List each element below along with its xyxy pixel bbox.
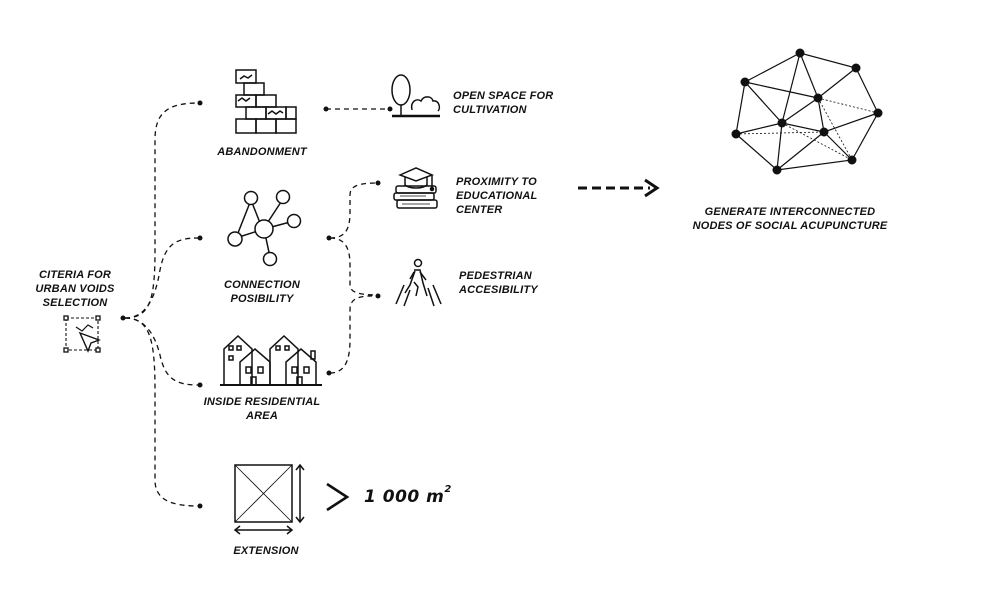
root-label-line: CITERIA FOR: [38, 269, 112, 281]
result-label-line: GENERATE INTERCONNECTED: [704, 206, 876, 218]
dot-pedestrian-in: [375, 293, 381, 299]
connector-root-abandonment: [124, 102, 199, 319]
tree-bush-icon: [391, 74, 441, 118]
subcriterion-label-line: ACCESIBILITY: [459, 284, 538, 296]
network-nodes: [731, 48, 883, 175]
dot-connection: [197, 235, 203, 241]
subcriterion-label-open-space: OPEN SPACE FOR CULTIVATION: [453, 89, 583, 117]
criterion-label-line: CONNECTION: [224, 279, 300, 291]
subcriterion-label-line: EDUCATIONAL: [456, 190, 538, 202]
subcriterion-label-line: CENTER: [456, 204, 503, 216]
books-graduation-cap-icon: [393, 167, 438, 209]
criterion-label-residential: INSIDE RESIDENTIAL AREA: [196, 395, 328, 423]
area-value: 1 000 m: [364, 487, 445, 507]
dot-abandonment-out: [323, 106, 329, 112]
dot-residential-out: [326, 370, 332, 376]
dot-extension: [197, 503, 203, 509]
dot-education-in: [375, 180, 381, 186]
selection-cursor-icon: [63, 315, 102, 353]
root-label-line: URBAN VOIDS: [35, 283, 115, 295]
criterion-label-line: AREA: [246, 410, 278, 422]
criterion-label-line: POSIBILITY: [230, 293, 294, 305]
subcriterion-label-education: PROXIMITY TO EDUCATIONAL CENTER: [456, 175, 576, 217]
root-label: CITERIA FOR URBAN VOIDS SELECTION: [30, 268, 120, 310]
connector-dots: [120, 100, 393, 509]
criterion-label-abandonment: ABANDONMENT: [196, 145, 328, 159]
criterion-label-line: INSIDE RESIDENTIAL: [203, 396, 321, 408]
root-label-line: SELECTION: [42, 297, 108, 309]
area-threshold-label: 1 000 m2: [364, 484, 452, 507]
criterion-label-extension: EXTENSION: [196, 544, 336, 558]
connector-connection-education: [329, 182, 379, 239]
dot-connection-out: [326, 235, 332, 241]
connector-connection-pedestrian: [329, 237, 379, 296]
connector-lines: [124, 102, 388, 507]
connector-root-connection: [124, 237, 199, 319]
subcriterion-label-line: OPEN SPACE FOR: [453, 90, 554, 102]
subcriterion-label-line: CULTIVATION: [453, 104, 527, 116]
result-arrow-icon: [578, 178, 660, 198]
criterion-label-connection: CONNECTION POSIBILITY: [196, 278, 328, 306]
social-acupuncture-network-icon: [731, 48, 883, 175]
houses-icon: [220, 334, 322, 386]
network-connection-icon: [227, 189, 302, 267]
dot-root: [120, 315, 126, 321]
network-solid-links: [735, 52, 879, 171]
area-square-icon: [233, 463, 305, 535]
area-unit-exponent: 2: [444, 484, 452, 495]
connector-residential-pedestrian: [329, 295, 373, 374]
dot-residential: [197, 382, 203, 388]
connector-root-extension: [124, 317, 199, 507]
greater-than-symbol: [326, 482, 350, 512]
subcriterion-label-pedestrian: PEDESTRIAN ACCESIBILITY: [459, 269, 569, 297]
result-label-line: NODES OF SOCIAL ACUPUNCTURE: [692, 220, 888, 232]
criterion-label-line: EXTENSION: [233, 545, 299, 557]
dot-abandonment: [197, 100, 203, 106]
result-label: GENERATE INTERCONNECTED NODES OF SOCIAL …: [680, 205, 900, 233]
criterion-label-line: ABANDONMENT: [217, 146, 307, 158]
broken-bricks-icon: [235, 69, 297, 134]
pedestrian-crosswalk-icon: [395, 258, 442, 307]
subcriterion-label-line: PROXIMITY TO: [456, 176, 537, 188]
connector-root-residential: [124, 317, 199, 386]
subcriterion-label-line: PEDESTRIAN: [459, 270, 532, 282]
dot-openspace-in: [387, 106, 393, 112]
